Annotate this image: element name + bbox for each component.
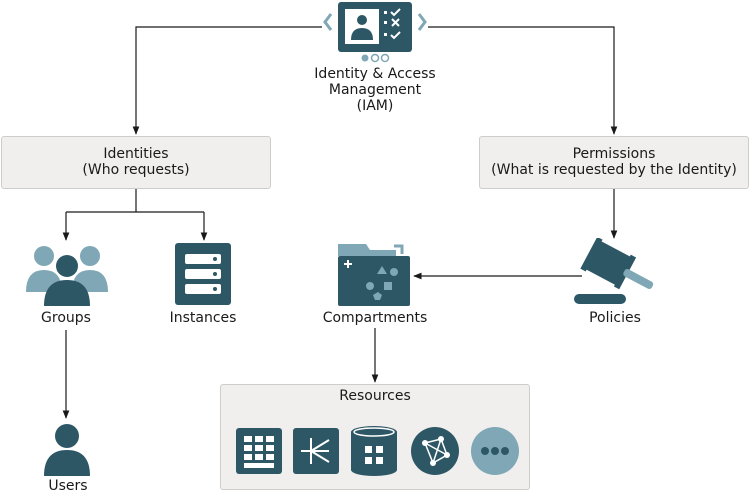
iam-label-line1: Identity & Access	[314, 66, 436, 82]
iam-console-icon	[323, 2, 427, 63]
groups-label: Groups	[41, 310, 91, 326]
policies-gavel-icon	[574, 238, 654, 304]
users-label: Users	[48, 478, 88, 494]
arrow-iam-to-permissions	[428, 26, 618, 135]
instances-server-icon	[175, 243, 231, 305]
identities-label: Identities (Who requests)	[1, 146, 271, 178]
database-icon	[351, 426, 397, 476]
identities-box	[1, 136, 271, 189]
resources-title: Resources	[339, 388, 411, 404]
network-icon	[411, 427, 459, 475]
permissions-label: Permissions (What is requested by the Id…	[479, 146, 749, 178]
user-icon	[44, 424, 90, 476]
line-identities-split	[66, 189, 204, 213]
compartments-folder-icon	[338, 244, 410, 306]
arrow-iam-to-identities	[132, 26, 322, 135]
compartments-label: Compartments	[322, 310, 428, 326]
iam-label-line3: (IAM)	[356, 98, 394, 114]
permissions-title: Permissions	[572, 146, 656, 162]
grid-table-icon	[236, 428, 282, 474]
more-icon	[471, 427, 519, 475]
permissions-box	[479, 136, 749, 189]
load-balancer-icon	[293, 428, 339, 474]
instances-label: Instances	[169, 310, 237, 326]
iam-label: Identity & Access Management (IAM)	[275, 66, 475, 114]
policies-label: Policies	[589, 310, 641, 326]
permissions-subtitle: (What is requested by the Identity)	[491, 162, 737, 178]
identities-subtitle: (Who requests)	[82, 162, 190, 178]
groups-icon	[26, 246, 108, 306]
identities-title: Identities	[103, 146, 169, 162]
iam-label-line2: Management	[328, 82, 422, 98]
